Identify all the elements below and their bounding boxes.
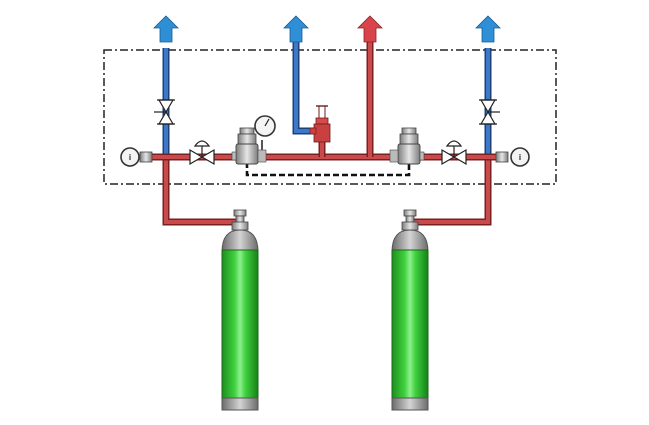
right-pressure-regulator: [389, 127, 425, 165]
right-inlet-gauge: i: [495, 147, 530, 167]
right-vent-valve: [479, 99, 500, 125]
main-outlet-arrow: [357, 15, 383, 43]
enclosure-boundary: [103, 49, 557, 185]
gauge-glyph: i: [129, 153, 131, 162]
gauge-glyph: i: [519, 153, 521, 162]
right-isolation-valve: [441, 140, 467, 166]
pressure-relief-valve: [309, 105, 331, 143]
right-vent-arrow: [475, 15, 501, 43]
left-vent-arrow: [153, 15, 179, 43]
left-isolation-valve: [189, 140, 215, 166]
left-pressure-regulator: [231, 127, 267, 165]
left-inlet-gauge: i: [120, 147, 153, 167]
regulator-gauge: [254, 115, 276, 150]
control-line: [245, 162, 411, 177]
left-vent-valve: [154, 99, 175, 125]
left-gas-cylinder: [221, 229, 259, 411]
right-gas-cylinder: [391, 229, 429, 411]
relief-vent-arrow: [283, 15, 309, 43]
